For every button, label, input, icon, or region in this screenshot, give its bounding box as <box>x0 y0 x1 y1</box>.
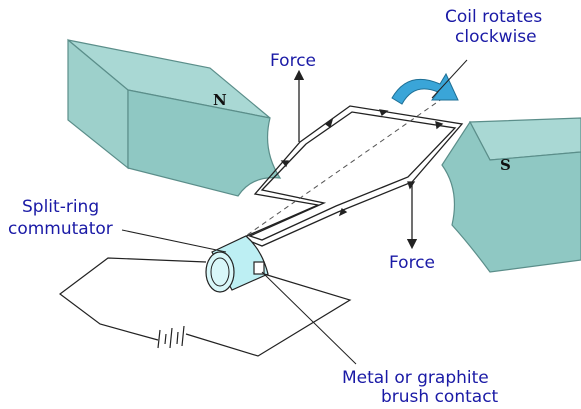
coil-inner <box>248 111 457 241</box>
north-magnet: N <box>67 38 282 197</box>
current-arrow-icon <box>378 109 389 117</box>
brush-label-pointer <box>261 271 357 365</box>
force-bottom-label: Force <box>389 253 435 273</box>
brush-label-line1: Metal or graphite <box>342 368 489 388</box>
force-top-label: Force <box>270 51 316 71</box>
rotation-label-pointer <box>431 59 468 99</box>
south-magnet-face <box>441 120 581 273</box>
south-pole-label: S <box>500 156 511 174</box>
brush-label-line2: brush contact <box>381 387 499 407</box>
current-arrow-icon <box>338 207 348 217</box>
battery-cell-icon <box>157 325 185 349</box>
commutator-label-line2: commutator <box>8 219 113 239</box>
brush-block <box>253 261 265 275</box>
current-arrow-icon <box>280 160 289 168</box>
commutator-label-pointer <box>121 229 227 253</box>
rotation-axis <box>239 95 447 241</box>
rotation-label-line1: Coil rotates <box>445 7 542 27</box>
south-magnet: S <box>441 117 581 273</box>
north-magnet-face <box>127 89 282 197</box>
commutator-label-line1: Split-ring <box>22 197 99 217</box>
circuit-wire <box>185 273 352 357</box>
north-pole-label: N <box>213 91 227 109</box>
rotation-curved-arrow-icon <box>391 72 459 105</box>
circuit-wire <box>59 257 207 341</box>
current-arrow-icon <box>324 118 334 129</box>
rotation-label-line2: clockwise <box>455 27 537 47</box>
split-ring-commutator <box>205 235 269 293</box>
external-circuit <box>59 257 352 357</box>
current-arrow-icon <box>407 181 416 190</box>
current-arrow-icon <box>435 121 444 130</box>
commutator-end-inner <box>210 257 230 287</box>
commutator-end <box>205 251 235 293</box>
coil-outer <box>240 105 464 247</box>
coil <box>239 95 464 247</box>
